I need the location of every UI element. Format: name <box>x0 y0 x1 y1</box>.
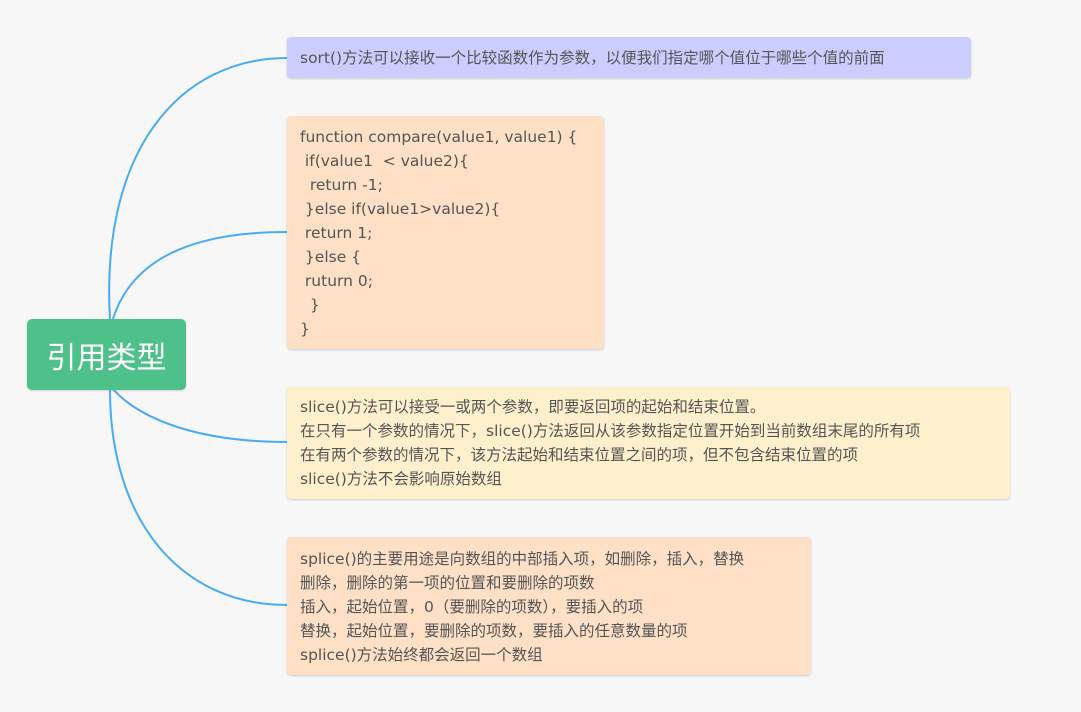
link-compare <box>111 231 288 323</box>
code-line: if(value1 < value2){ <box>300 152 469 170</box>
splice-line: 替换，起始位置，要删除的项数，要插入的任意数量的项 <box>300 622 688 640</box>
root-topic[interactable]: 引用类型 <box>27 319 186 390</box>
link-sort <box>108 57 288 321</box>
code-line: }else if(value1>value2){ <box>300 200 501 218</box>
code-line: return -1; <box>300 176 383 194</box>
code-line: } <box>300 320 310 338</box>
topic-compare-function[interactable]: function compare(value1, value1) { if(va… <box>287 116 604 349</box>
link-slice <box>111 387 288 443</box>
splice-line: splice()方法始终都会返回一个数组 <box>300 646 543 664</box>
splice-line: 插入，起始位置，0（要删除的项数），要插入的项 <box>300 598 644 616</box>
code-line: return 1; <box>300 224 373 242</box>
slice-line: slice()方法可以接受一或两个参数，即要返回项的起始和结束位置。 <box>300 398 766 416</box>
root-label: 引用类型 <box>46 340 167 376</box>
code-line: function compare(value1, value1) { <box>300 128 578 146</box>
topic-sort[interactable]: sort()方法可以接收一个比较函数作为参数，以便我们指定哪个值位于哪些个值的前… <box>287 37 971 78</box>
slice-line: slice()方法不会影响原始数组 <box>300 470 502 488</box>
link-splice <box>109 389 288 606</box>
code-line: ruturn 0; <box>300 272 373 290</box>
slice-line: 在有两个参数的情况下，该方法起始和结束位置之间的项，但不包含结束位置的项 <box>300 446 859 464</box>
sort-line: sort()方法可以接收一个比较函数作为参数，以便我们指定哪个值位于哪些个值的前… <box>300 49 885 67</box>
code-line: } <box>300 296 320 314</box>
splice-line: 删除，删除的第一项的位置和要删除的项数 <box>300 574 595 592</box>
code-line: }else { <box>300 248 362 266</box>
slice-line: 在只有一个参数的情况下，slice()方法返回从该参数指定位置开始到当前数组末尾… <box>300 422 921 440</box>
splice-line: splice()的主要用途是向数组的中部插入项，如删除，插入，替换 <box>300 550 745 568</box>
topic-splice[interactable]: splice()的主要用途是向数组的中部插入项，如删除，插入，替换删除，删除的第… <box>287 537 811 675</box>
topic-slice[interactable]: slice()方法可以接受一或两个参数，即要返回项的起始和结束位置。在只有一个参… <box>287 387 1010 499</box>
